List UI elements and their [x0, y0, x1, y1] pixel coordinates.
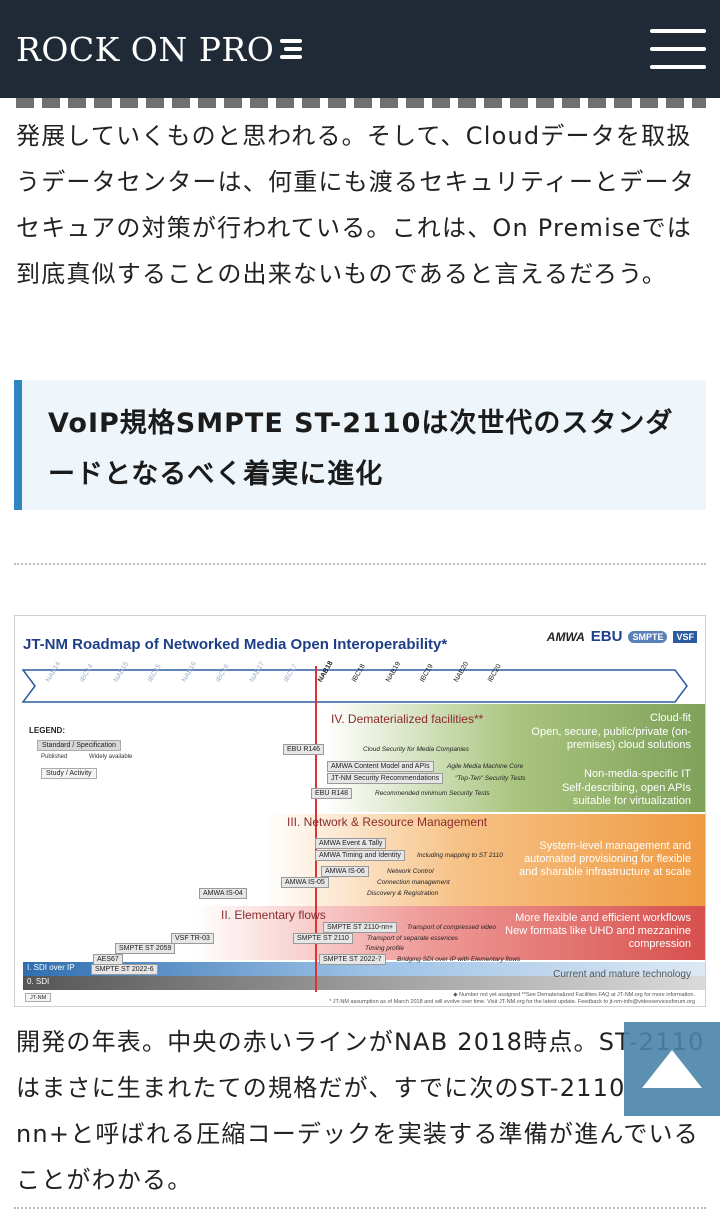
timeline-arrow	[21, 669, 688, 703]
bar-st2022-6: SMPTE ST 2022-6	[91, 964, 158, 975]
cc-badge: JT-NM	[25, 993, 52, 1002]
network-desc: System-level management and automated pr…	[519, 840, 691, 878]
figure-logos: AMWA EBU SMPTE VSF	[547, 628, 697, 645]
legend-standard: Standard / Specification	[37, 740, 121, 751]
dotted-divider	[14, 1207, 706, 1209]
bar-vsf-tr03: VSF TR-03	[171, 933, 214, 944]
cloud-fit-desc: Open, secure, public/private (on-premise…	[531, 726, 691, 751]
current-tech-label: Current and mature technology	[553, 969, 691, 980]
bar-st2110nn: SMPTE ST 2110-nn+	[323, 922, 398, 933]
bar-amwa-is06: AMWA IS-06	[321, 866, 369, 877]
section-elementary: II. Elementary flows	[221, 908, 326, 922]
section-sdi: 0. SDI	[27, 977, 50, 986]
vsf-logo: VSF	[673, 630, 697, 643]
bar-jtnm-sec: JT-NM Security Recommendations	[327, 773, 444, 784]
bar-amwa-is05: AMWA IS-05	[281, 877, 329, 888]
section-network: III. Network & Resource Management	[287, 815, 488, 829]
footnote-2: * JT-NM assumption as of March 2018 and …	[329, 999, 695, 1005]
legend-widely: Widely available	[89, 754, 133, 760]
figure-caption: 開発の年表。中央の赤いラインがNAB 2018時点。ST-2110はまさに生まれ…	[16, 1028, 705, 1194]
logo-text: ROCK ON PRO	[16, 29, 275, 69]
bar-amwa-timing-desc: Including mapping to ST 2110	[417, 852, 503, 859]
bar-amwa-cm: AMWA Content Model and APIs	[327, 761, 434, 772]
legend-title: LEGEND:	[29, 726, 65, 735]
dotted-divider	[14, 563, 706, 565]
nonmedia-title: Non-media-specific IT	[584, 768, 691, 780]
band-dematerialized	[327, 704, 705, 812]
bar-amwa-timing: AMWA Timing and Identity	[315, 850, 405, 861]
bar-ebu-r148: EBU R148	[311, 788, 353, 799]
triple-bar-logo-icon	[280, 39, 303, 59]
band-sdi	[23, 976, 705, 990]
band-elementary	[195, 906, 705, 960]
bar-amwa-is05-desc: Connection management	[377, 879, 450, 886]
article-paragraph: 発展していくものと思われる。そして、Cloudデータを取扱うデータセンターは、何…	[16, 122, 695, 288]
bar-amwa-is04: AMWA IS-04	[199, 888, 247, 899]
bar-amwa-is04-desc: Discovery & Registration	[367, 890, 439, 897]
bar-amwa-event: AMWA Event & Tally	[315, 838, 387, 849]
ebu-logo: EBU	[590, 628, 623, 645]
site-logo[interactable]: ROCK ON PRO	[16, 29, 303, 69]
bar-st2022-7-desc: Bridging SDI over IP with Elementary flo…	[397, 956, 521, 963]
bar-amwa-is06-desc: Network Control	[387, 868, 434, 875]
nonmedia-desc: Self-describing, open APIs suitable for …	[561, 782, 691, 807]
bar-st2022-7: SMPTE ST 2022-7	[319, 954, 386, 965]
legend-study: Study / Activity	[41, 768, 97, 779]
footnote-1: ◆ Number not yet assigned **See Demateri…	[453, 992, 695, 998]
bar-ebu-r146-desc: Cloud Security for Media Companies	[363, 746, 469, 753]
elementary-desc: More flexible and efficient workflows Ne…	[505, 912, 691, 950]
band-sdi-over-ip	[23, 962, 705, 976]
back-to-top-button[interactable]	[624, 1022, 720, 1116]
site-header: ROCK ON PRO	[0, 0, 720, 98]
bar-st2059: SMPTE ST 2059	[115, 943, 176, 954]
amwa-logo: AMWA	[546, 629, 585, 644]
section-sdi-over-ip: I. SDI over IP	[27, 963, 75, 972]
nab18-marker-line	[315, 666, 317, 992]
bar-st2110: SMPTE ST 2110	[293, 933, 353, 944]
bar-ebu-r146: EBU R146	[283, 744, 325, 755]
hamburger-menu-icon[interactable]	[650, 29, 706, 69]
clipped-text-line	[16, 96, 706, 108]
bar-amwa-cm-desc: Agile Media Machine Core	[447, 763, 524, 770]
section-dematerialized: IV. Dematerialized facilities**	[331, 712, 484, 726]
section-heading: VoIP規格SMPTE ST-2110は次世代のスタンダードとなるべく着実に進化	[14, 380, 706, 510]
bar-st2110-desc: Transport of separate essences	[367, 935, 458, 942]
figure-title: JT-NM Roadmap of Networked Media Open In…	[23, 636, 448, 653]
bar-jtnm-sec-desc: "Top-Ten" Security Tests	[455, 775, 526, 782]
bar-ebu-r148-desc: Recommended minimum Security Tests	[375, 790, 490, 797]
bar-st2059-desc: Timing profile	[365, 945, 404, 952]
triangle-up-icon	[642, 1050, 702, 1088]
legend-published: Published	[41, 754, 68, 760]
bar-st2110nn-desc: Transport of compressed video	[407, 924, 497, 931]
roadmap-figure[interactable]: JT-NM Roadmap of Networked Media Open In…	[14, 615, 706, 1007]
smpte-logo: SMPTE	[628, 630, 668, 643]
cloud-fit-title: Cloud-fit	[650, 712, 691, 724]
